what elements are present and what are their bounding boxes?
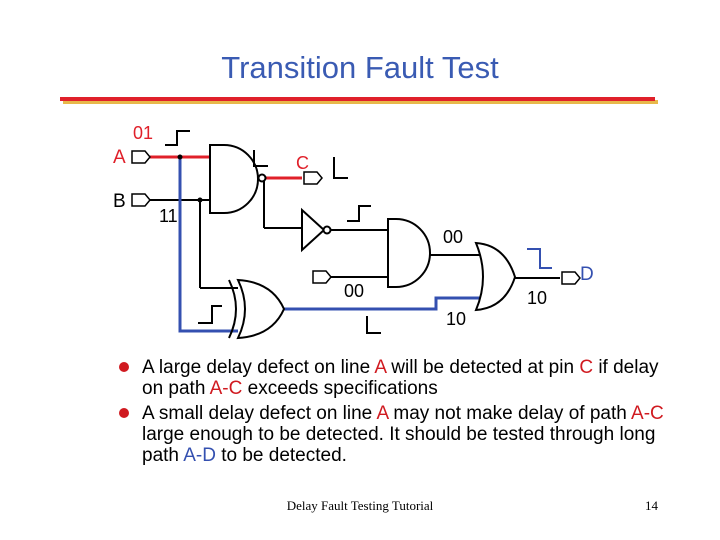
and-input-value: 00 [344, 281, 364, 301]
pins [131, 150, 581, 285]
xor-extra-arc [228, 279, 237, 339]
falling-waveform-icon [333, 157, 348, 179]
nand-gate [209, 144, 259, 214]
output-d-label: D [580, 264, 594, 285]
bullet-text: A large delay defect on line [142, 357, 375, 378]
bullet-list: A large delay defect on line A will be d… [117, 357, 677, 470]
rising-waveform-icon [165, 130, 190, 146]
falling-waveform-icon [253, 150, 268, 167]
pin-d [561, 271, 581, 285]
or-output-value: 10 [527, 288, 547, 308]
bullet-highlight: A [374, 357, 387, 378]
bullet-text: large enough to be detected. It should b… [142, 424, 656, 466]
junction-dot [177, 154, 183, 160]
and-output-value: 00 [443, 227, 463, 247]
bullet-text: A small delay defect on line [142, 403, 377, 424]
falling-waveform-icon [366, 316, 381, 334]
pin-and2-input [312, 270, 332, 284]
xor-output-value: 10 [446, 309, 466, 329]
wire-a-to-xor [178, 157, 238, 333]
wire-xor-to-or [284, 296, 488, 311]
bullet-highlight: A-C [631, 403, 664, 424]
rising-waveform-icon [347, 205, 371, 222]
rising-waveform-icon [527, 248, 552, 269]
bullet-text: if delay on path [142, 357, 659, 399]
pin-c [303, 171, 323, 185]
or-gate [474, 241, 517, 312]
input-a-label: A [113, 147, 126, 168]
junction-dot [197, 197, 203, 203]
bullet-dot [119, 362, 129, 372]
bullet-highlight: A [376, 403, 389, 424]
bullet-text: will be detected at pin [386, 357, 580, 378]
nand-bubble [257, 173, 267, 183]
inverter-bubble [322, 225, 332, 235]
blue-path-a-d [178, 157, 488, 333]
bullet-text: exceeds specifications [242, 378, 438, 399]
blue-waveforms [527, 248, 552, 269]
bullet-item: A small delay defect on line A may not m… [117, 403, 677, 466]
rising-waveform-icon [198, 305, 222, 324]
title-rule-shadow [63, 100, 658, 104]
input-b-label: B [113, 191, 126, 212]
bullet-highlight: A-C [209, 378, 243, 399]
and-gate [387, 218, 431, 288]
pin-a [131, 150, 151, 164]
page-number: 14 [645, 498, 658, 513]
output-c-label: C [296, 153, 309, 173]
bullet-highlight: C [579, 357, 594, 378]
bullet-text: to be detected. [215, 445, 347, 466]
waveforms [165, 130, 381, 334]
slide-footer: Delay Fault Testing Tutorial [286, 498, 434, 513]
bullet-text: may not make delay of path [388, 403, 632, 424]
bullet-highlight: A-D [183, 445, 216, 466]
input-a-value: 01 [133, 123, 153, 143]
gates [209, 144, 517, 340]
inverter-gate [301, 207, 326, 253]
slide-title: Transition Fault Test [221, 50, 499, 85]
xor-gate [236, 278, 286, 340]
title-rule [60, 97, 655, 101]
bullet-dot [119, 408, 129, 418]
bullet-item: A large delay defect on line A will be d… [117, 357, 677, 399]
pin-b [131, 193, 151, 207]
input-b-value: 11 [159, 206, 178, 226]
